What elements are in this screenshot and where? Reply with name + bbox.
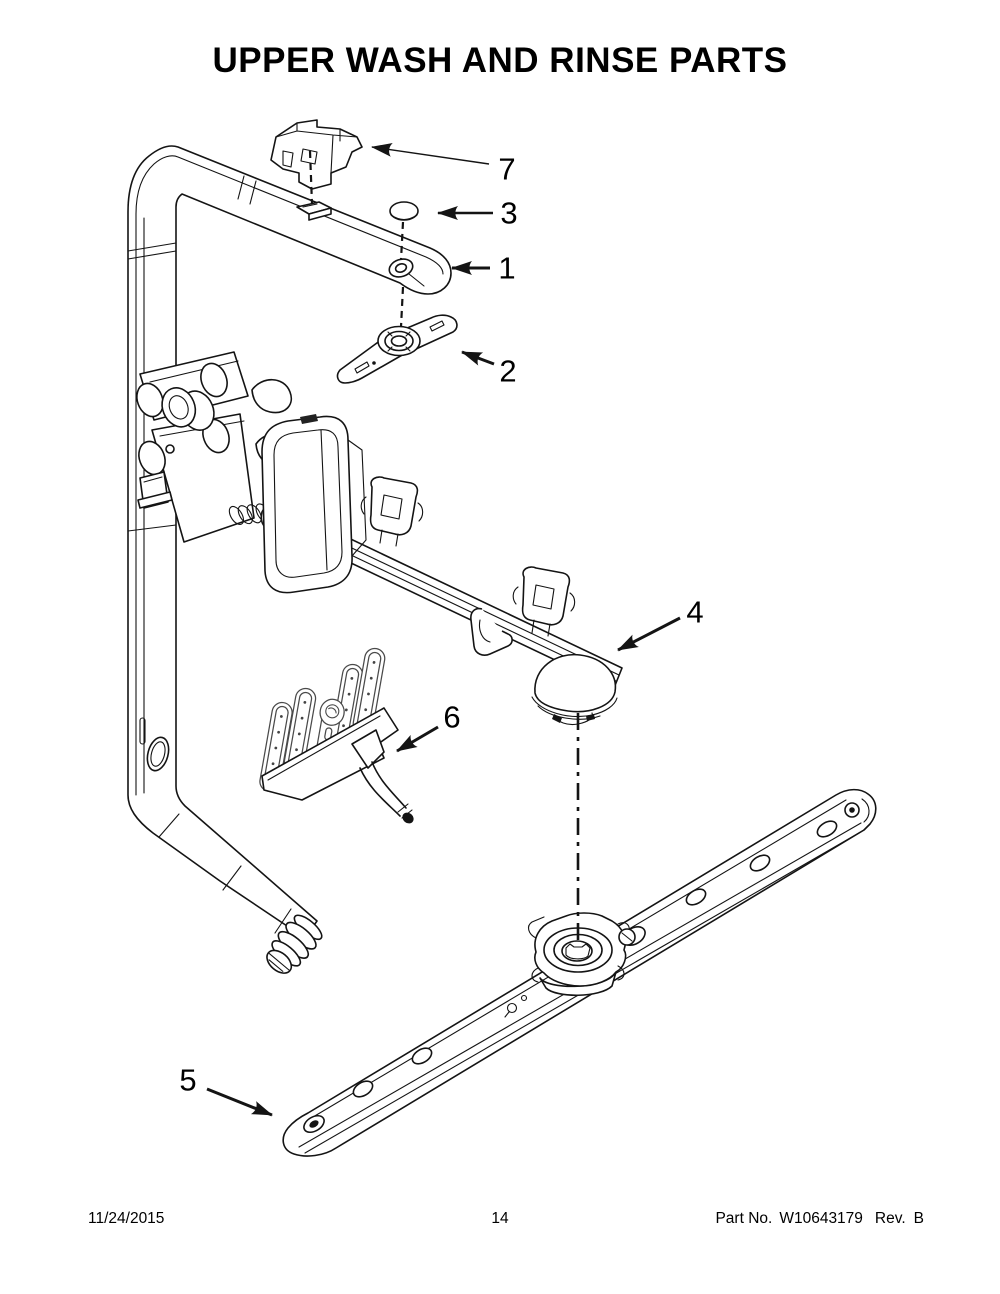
footer-rev-label: Rev. xyxy=(874,1210,906,1227)
footer-date: 11/24/2015 xyxy=(88,1210,165,1227)
manifold-outlet-dome xyxy=(531,653,618,726)
callout-leaders xyxy=(206,142,681,1117)
assembly-axis-lines xyxy=(308,150,580,941)
part-7-feed-tube-clip xyxy=(270,119,363,190)
part-4-feed-tube-manifold xyxy=(228,414,623,726)
callout-2: 2 xyxy=(499,353,517,389)
callout-7: 7 xyxy=(498,151,516,187)
callout-4: 4 xyxy=(686,594,704,630)
callout-1: 1 xyxy=(498,250,516,286)
footer-part-label: Part No. xyxy=(715,1210,773,1227)
callout-5: 5 xyxy=(179,1062,197,1098)
page-title: UPPER WASH AND RINSE PARTS xyxy=(212,41,788,80)
callout-6: 6 xyxy=(443,699,461,735)
tube-coupler xyxy=(266,914,323,974)
footer-rev-value: B xyxy=(913,1210,924,1227)
footer-part-number: W10643179 xyxy=(779,1210,863,1227)
manifold-clip xyxy=(360,476,424,547)
part-5-upper-spray-arm xyxy=(282,788,877,1157)
part-1-feed-tube xyxy=(127,145,452,974)
part-2-middle-spray-arm xyxy=(336,314,458,384)
footer-part-line: Part No. W10643179 Rev. B xyxy=(715,1210,924,1228)
callout-3: 3 xyxy=(500,195,518,231)
footer-page-number: 14 xyxy=(491,1210,509,1227)
spray-arm-hub xyxy=(527,912,636,997)
manifold-clip xyxy=(512,566,576,637)
part-6-spray-head xyxy=(259,647,414,824)
part-3-outlet-cap xyxy=(389,201,419,221)
